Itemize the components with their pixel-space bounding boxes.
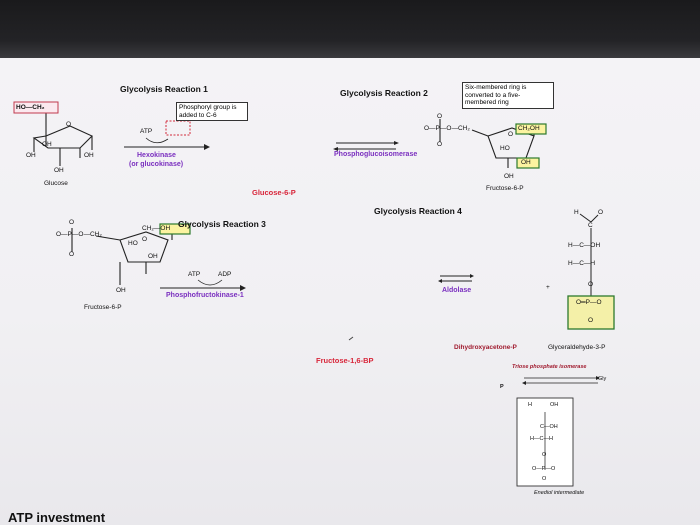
reaction3-phosphate-o-bottom: O	[69, 251, 75, 258]
reaction3-ho: HO	[128, 240, 138, 247]
glucose-oh-top: OH	[42, 141, 52, 148]
enediol-h-c-h: H—C—H	[530, 436, 553, 442]
fructose16bp-label: Fructose-1,6-BP	[316, 356, 374, 365]
plus-sign: +	[546, 284, 550, 291]
slide-canvas	[0, 58, 700, 525]
fructose6p-ring-o: O	[508, 131, 514, 138]
fructose6p-oh-bottom: OH	[504, 173, 514, 180]
fructose6p-ring-r2	[439, 119, 535, 168]
reaction3-oh-bottom: OH	[116, 287, 126, 294]
glucose-oh-bottom: OH	[54, 167, 64, 174]
fructose6p-ho: HO	[500, 145, 510, 152]
reaction3-adp: ADP	[218, 271, 232, 278]
reaction3-oh-right: OH	[148, 253, 158, 260]
fructose6p-phosphate-o-bottom: O	[437, 141, 443, 148]
enediol-phosphate: O—P—O	[532, 466, 556, 472]
reaction3-ring-o: O	[142, 236, 148, 243]
fructose6p-label-r3: Fructose-6-P	[84, 304, 122, 311]
reaction1-atp: ATP	[140, 128, 153, 135]
aldehyde-h: H	[574, 209, 579, 216]
g3p-row2: H—C—H	[568, 260, 596, 267]
triose-phosphate-isomerase-label: Triose phosphate isomerase	[512, 364, 587, 370]
enediol-o-link: O	[542, 452, 547, 458]
reaction3-phosphate-o-top: O	[69, 219, 75, 226]
aldolase-label: Aldolase	[442, 287, 472, 294]
aldehyde-o: O	[598, 209, 604, 216]
glucose-ho-ch2: HO—CH₂	[16, 104, 45, 111]
glucokinase-label: (or glucokinase)	[129, 161, 184, 168]
fructose6p-label-r2: Fructose-6-P	[486, 185, 524, 192]
g3p-phosphate: O═P—O	[576, 299, 602, 306]
reaction3-phosphate-chain: O—P—O—CH₂	[56, 231, 102, 238]
fructose6p-ch2oh: CH₂OH	[518, 125, 540, 132]
phosphoryl-callout: Phosphoryl group is added to C-6	[176, 102, 248, 121]
fructose6p-oh-box: OH	[521, 159, 531, 166]
glucose-oh-right: OH	[84, 152, 94, 159]
glucose-oh-left: OH	[26, 152, 36, 159]
enediol-label: Enediol intermediate	[534, 490, 585, 496]
fructose6p-phosphate-chain: O—P—O—CH₂	[424, 125, 470, 132]
reaction2-title: Glycolysis Reaction 2	[340, 88, 428, 98]
aldehyde-c: C	[588, 222, 593, 229]
enediol-h: H	[528, 402, 532, 408]
reaction4-title: Glycolysis Reaction 4	[374, 206, 462, 216]
g3p-label: Glyceraldehyde-3-P	[548, 344, 606, 351]
glucose-label: Glucose	[44, 180, 68, 187]
glyc-abbrev: Gly	[598, 376, 607, 382]
ring-conversion-callout: Six-membered ring is converted to a five…	[462, 82, 554, 109]
hexokinase-label: Hexokinase	[137, 152, 176, 159]
glucose-ring-o: O	[66, 121, 72, 128]
phosphofructokinase-label: Phosphofructokinase-1	[166, 292, 244, 299]
fructose6p-ring-r3	[71, 228, 173, 285]
reaction1-title: Glycolysis Reaction 1	[120, 84, 208, 94]
dhap-p-abbrev: P	[500, 384, 504, 390]
screen-bezel	[0, 0, 700, 58]
enediol-c-oh: C—OH	[540, 424, 558, 430]
reaction3-ch2oh: CH₂—OH	[142, 225, 171, 232]
g3p-row1: H—C—OH	[568, 242, 601, 249]
atp-investment-heading: ATP investment	[8, 510, 106, 525]
glucose-ring	[32, 113, 93, 166]
phosphoglucoisomerase-label: Phosphoglucoisomerase	[334, 151, 418, 158]
enediol-o-bottom: O	[542, 476, 547, 482]
g3p-o-bottom: O	[588, 317, 594, 324]
glucose6p-label: Glucose-6-P	[252, 188, 296, 197]
enediol-oh: OH	[550, 402, 559, 408]
reaction3-title: Glycolysis Reaction 3	[178, 219, 266, 229]
fructose6p-phosphate-o-top: O	[437, 113, 443, 120]
dhap-label: Dihydroxyacetone-P	[454, 344, 517, 351]
reaction3-atp: ATP	[188, 271, 201, 278]
g3p-o-link: O	[588, 281, 594, 288]
